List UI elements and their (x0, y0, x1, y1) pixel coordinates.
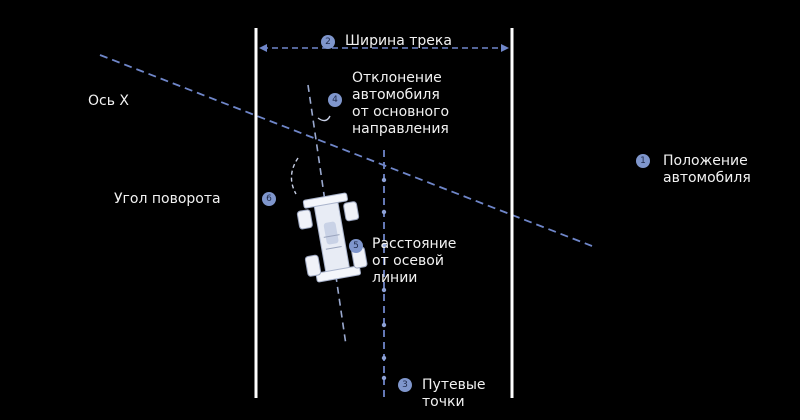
car-cockpit (323, 221, 339, 245)
label-car-position: Положение автомобиля (663, 153, 751, 186)
waypoint-dot (381, 177, 387, 183)
badge-deviation: 4 (328, 93, 342, 107)
waypoint-dot (381, 375, 387, 381)
car-rear-wing (315, 265, 361, 283)
deviation-angle-arc (317, 115, 331, 122)
label-track-width: Ширина трека (345, 33, 452, 49)
badge-car-position: 1 (636, 154, 650, 168)
car-front-wing (302, 192, 348, 209)
steering-angle-arc (290, 157, 299, 195)
car-detail-line (325, 245, 342, 250)
car-heading-line (307, 84, 347, 346)
label-deviation: Отклонение автомобиля от основного напра… (352, 70, 450, 137)
car-wheel-front-left (296, 209, 313, 230)
waypoint-dot (381, 287, 387, 293)
waypoint-dot (381, 322, 387, 328)
badge-waypoints: 3 (398, 378, 412, 392)
x-axis-line (99, 54, 593, 247)
car-wheel-rear-left (304, 254, 322, 277)
label-waypoints: Путевые точки (422, 377, 486, 410)
badge-centerline-distance: 5 (349, 239, 363, 253)
track-width-arrowhead-right (501, 44, 509, 52)
label-x-axis: Ось X (88, 93, 130, 109)
waypoint-dot (381, 209, 387, 215)
badge-track-width: 2 (321, 35, 335, 49)
car-wheel-front-right (343, 201, 360, 222)
waypoint-dot (381, 242, 387, 248)
label-centerline-distance: Расстояние от осевой линии (372, 236, 457, 286)
badge-steering-angle: 6 (262, 192, 276, 206)
waypoint-dot (381, 355, 387, 361)
car-detail-line (323, 234, 340, 238)
label-steering-angle: Угол поворота (114, 191, 221, 207)
track-width-arrowhead-left (259, 44, 267, 52)
race-car-icon (296, 192, 368, 283)
waypoints-group (381, 177, 387, 381)
